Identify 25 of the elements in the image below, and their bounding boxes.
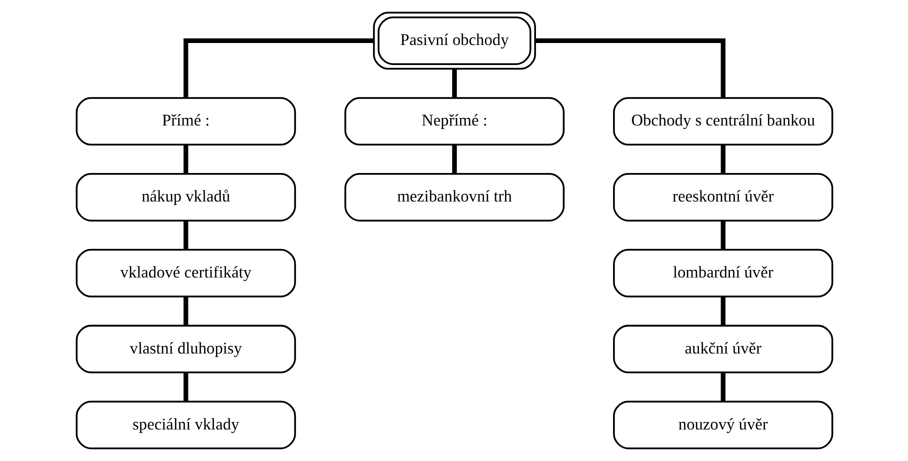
connector bbox=[720, 372, 725, 402]
connector bbox=[720, 220, 725, 250]
connector bbox=[183, 296, 188, 326]
connector bbox=[183, 38, 374, 98]
connector bbox=[720, 296, 725, 326]
node-box: reeskontní úvěr bbox=[612, 172, 833, 222]
node-box: vkladové certifikáty bbox=[75, 248, 296, 298]
connector bbox=[534, 38, 725, 98]
connector bbox=[452, 68, 456, 98]
node-box: nouzový úvěr bbox=[612, 400, 833, 450]
connector bbox=[452, 144, 456, 174]
node-box: Přímé : bbox=[75, 97, 296, 146]
node-box: vlastní dluhopisy bbox=[75, 324, 296, 374]
node-box: nákup vkladů bbox=[75, 172, 296, 222]
node-box: Pasivní obchody bbox=[372, 12, 536, 70]
node-box: speciální vklady bbox=[75, 400, 296, 450]
node-box: lombardní úvěr bbox=[612, 248, 833, 298]
node-box: aukční úvěr bbox=[612, 324, 833, 374]
connector bbox=[183, 144, 188, 174]
connector bbox=[183, 372, 188, 402]
connector bbox=[183, 220, 188, 250]
node-box: Nepřímé : bbox=[344, 97, 564, 146]
node-box: mezibankovní trh bbox=[344, 172, 564, 222]
node-box: Obchody s centrální bankou bbox=[612, 97, 833, 146]
connector bbox=[720, 144, 725, 174]
